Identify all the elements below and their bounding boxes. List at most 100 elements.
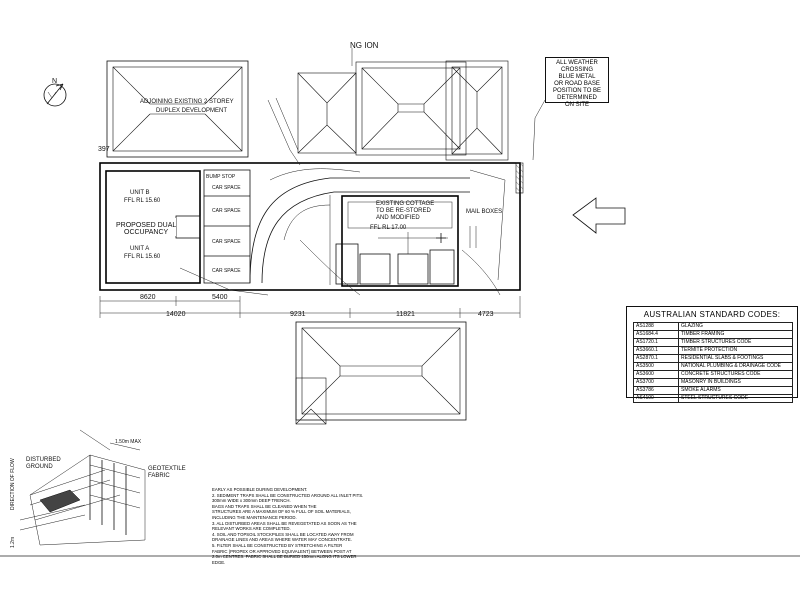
weather-note-line: POSITION TO BE bbox=[552, 88, 602, 94]
note-line: 2. SEDIMENT TRAPS SHALL BE CONSTRUCTED A… bbox=[212, 492, 364, 498]
code-description: CONCRETE STRUCTURES CODE bbox=[678, 370, 793, 379]
dim-8620: 8620 bbox=[140, 294, 156, 301]
code-description: MASONRY IN BUILDINGS bbox=[678, 378, 793, 387]
unit-a-label: UNIT A bbox=[130, 246, 149, 252]
sediment-fence-detail: 1.50m MAX DISTURBED GROUND GEOTEXTILE FA… bbox=[10, 429, 186, 548]
weather-note-line: BLUE METAL bbox=[558, 74, 596, 80]
top-right-roof bbox=[445, 60, 509, 161]
code-number: AS3500 bbox=[633, 362, 679, 371]
detail-depth: 1.2m bbox=[10, 537, 16, 548]
detail-disturbed: DISTURBED bbox=[26, 457, 61, 463]
north-arrow-icon: N bbox=[43, 78, 67, 107]
mail-boxes-label: MAIL BOXES bbox=[466, 209, 502, 215]
weather-note-line: ON SITE bbox=[564, 102, 589, 108]
code-number: AS2870.1 bbox=[633, 354, 679, 363]
adjoining-label-1: ADJOINING EXISTING 2 STOREY bbox=[140, 99, 234, 105]
cottage-line-1: EXISTING COTTAGE bbox=[376, 201, 434, 207]
car-space-3: CAR SPACE bbox=[212, 239, 241, 245]
dim-9231: 9231 bbox=[290, 311, 306, 318]
car-space-1: CAR SPACE bbox=[212, 185, 241, 191]
code-number: AS1288 bbox=[633, 322, 679, 331]
note-line: RELEVANT WORKS ARE COMPLETED. bbox=[212, 526, 291, 532]
detail-geotextile: GEOTEXTILE bbox=[148, 466, 186, 472]
unit-b-floor: FFL RL 15.60 bbox=[124, 198, 161, 204]
weather-note-line: CROSSING bbox=[560, 67, 593, 73]
codes-title: AUSTRALIAN STANDARD CODES: bbox=[643, 310, 781, 319]
site-boundary bbox=[99, 162, 521, 291]
detail-flow: DIRECTION OF FLOW bbox=[10, 458, 16, 510]
car-spaces: BUMP STOP CAR SPACE CAR SPACE CAR SPACE … bbox=[203, 169, 251, 284]
note-line: 300mm WIDE x 300mm DEEP TRENCH. bbox=[212, 498, 291, 504]
dim-14020: 14020 bbox=[166, 311, 186, 318]
code-description: SMOKE ALARMS bbox=[678, 386, 793, 395]
driveway bbox=[249, 168, 470, 285]
code-description: TIMBER FRAMING bbox=[678, 330, 793, 339]
street-arrow-icon bbox=[572, 197, 626, 234]
note-line: FABRIC (PROPEX OR APPROVED EQUIVALENT) B… bbox=[212, 548, 352, 554]
cottage-floor: FFL RL 17.00 bbox=[370, 225, 407, 231]
note-line: STRUCTURES ARE A MAXIMUM OF 60 % FULL OF… bbox=[212, 509, 351, 515]
note-line: 2.0m CENTRES. FABRIC SHALL BE BURIED 150… bbox=[212, 554, 357, 560]
adjoining-label-2: DUPLEX DEVELOPMENT bbox=[156, 108, 227, 114]
code-description: GLAZING bbox=[678, 322, 793, 331]
note-line: 3. ALL DISTURBED AREAS SHALL BE REVEGETA… bbox=[212, 520, 357, 526]
note-line: INCLUDING THE MAINTENANCE PERIOD. bbox=[212, 514, 297, 520]
top-centre-roof: NG ION bbox=[297, 41, 467, 156]
detail-ground: GROUND bbox=[26, 464, 53, 470]
weather-note-line: DETERMINED bbox=[557, 95, 597, 101]
code-description: STEEL STRUCTURES CODE bbox=[678, 394, 793, 403]
dimension-lines: 8620 5400 14020 9231 11821 4723 bbox=[99, 294, 521, 318]
contour-lines bbox=[179, 97, 501, 296]
code-number: AS3660.1 bbox=[633, 346, 679, 355]
code-number: AS3786 bbox=[633, 386, 679, 395]
car-space-2: CAR SPACE bbox=[212, 208, 241, 214]
code-number: AS3600 bbox=[633, 370, 679, 379]
dim-5400: 5400 bbox=[212, 294, 228, 301]
code-description: TIMBER STRUCTURES CODE bbox=[678, 338, 793, 347]
note-line: DRAINAGE LINES AND AREAS WHERE WATER MAY… bbox=[212, 537, 352, 543]
adjoining-duplex-roof: ADJOINING EXISTING 2 STOREY DUPLEX DEVEL… bbox=[106, 60, 249, 158]
unit-b-label: UNIT B bbox=[130, 190, 150, 196]
north-label: N bbox=[52, 78, 57, 85]
note-line: 4. SOIL AND TOPSOIL STOCKPILES SHALL BE … bbox=[212, 531, 354, 537]
proposed-title-2: OCCUPANCY bbox=[124, 229, 169, 236]
note-line: 5. FILTER SHALL BE CONSTRUCTED BY STRETC… bbox=[212, 542, 343, 548]
front-entry: MAIL BOXES bbox=[465, 162, 524, 281]
note-line: EARLY AS POSSIBLE DURING DEVELOPMENT. bbox=[212, 487, 308, 492]
note-line: BAGS AND TRAPS SHALL BE CLEANED WHEN THE bbox=[212, 503, 317, 509]
car-space-4: CAR SPACE bbox=[212, 268, 241, 274]
weather-crossing-note: ALL WEATHER CROSSING BLUE METAL OR ROAD … bbox=[545, 57, 609, 108]
code-description: NATIONAL PLUMBING & DRAINAGE CODE bbox=[678, 362, 793, 371]
bottom-building-roof bbox=[295, 321, 467, 425]
dim-4723: 4723 bbox=[478, 311, 494, 318]
code-description: RESIDENTIAL SLABS & FOOTINGS bbox=[678, 354, 793, 363]
note-line: EDGE. bbox=[212, 559, 226, 565]
proposed-dual-occupancy: UNIT B FFL RL 15.60 PROPOSED DUAL OCCUPA… bbox=[105, 170, 201, 284]
dim-397: 397 bbox=[98, 146, 110, 153]
bump-stop-label: BUMP STOP bbox=[206, 174, 236, 180]
code-description: TERMITE PROTECTION bbox=[678, 346, 793, 355]
code-number: AS4100 bbox=[633, 394, 679, 403]
rooftop-label: NG ION bbox=[350, 41, 379, 50]
erosion-notes: EARLY AS POSSIBLE DURING DEVELOPMENT. 2.… bbox=[212, 487, 382, 565]
code-number: AS1684.4 bbox=[633, 330, 679, 339]
detail-fabric: FABRIC bbox=[148, 473, 170, 479]
weather-note-line: ALL WEATHER bbox=[556, 60, 598, 66]
detail-max: 1.50m MAX bbox=[115, 439, 142, 445]
proposed-title: PROPOSED DUAL bbox=[116, 222, 176, 229]
code-number: AS1720.1 bbox=[633, 338, 679, 347]
code-number: AS3700 bbox=[633, 378, 679, 387]
weather-note-line: OR ROAD BASE bbox=[554, 81, 600, 87]
